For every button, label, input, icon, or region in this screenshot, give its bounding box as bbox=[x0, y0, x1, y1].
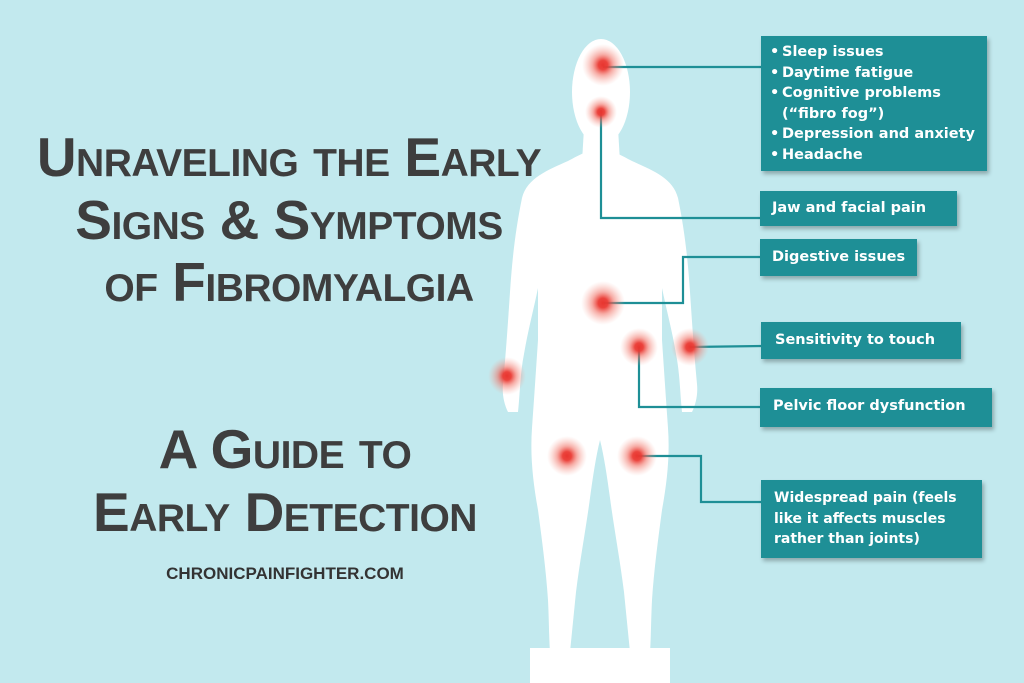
pain-spot-abdomen bbox=[581, 281, 625, 325]
symptom-box-digestive: Digestive issues bbox=[760, 239, 917, 276]
bullet-icon: • bbox=[770, 85, 780, 101]
list-item-continuation: (“fibro fog”) bbox=[782, 105, 885, 122]
pain-spot-head bbox=[582, 44, 624, 86]
pain-spot-pelvis bbox=[620, 328, 658, 366]
main-title: Unraveling the Early Signs & Symptoms of… bbox=[34, 126, 544, 314]
title-line: Unraveling the Early bbox=[36, 126, 542, 188]
symptom-label-line: Widespread pain (feels bbox=[774, 490, 957, 506]
pain-spots bbox=[488, 44, 709, 476]
symptom-label: Sensitivity to touch bbox=[775, 332, 936, 348]
bullet-icon: • bbox=[770, 44, 780, 60]
connector-widespread bbox=[638, 454, 762, 504]
list-item: •Daytime fatigue bbox=[770, 63, 979, 84]
bullet-icon: • bbox=[770, 64, 780, 81]
symptom-label-line: like it affects muscles bbox=[774, 510, 946, 527]
title-line: of Fibromyalgia bbox=[104, 251, 474, 314]
subtitle: A Guide to Early Detection bbox=[30, 418, 540, 543]
floor-strip bbox=[530, 648, 670, 683]
bullet-icon: • bbox=[770, 126, 780, 142]
symptom-box-pelvic: Pelvic floor dysfunction bbox=[760, 388, 992, 427]
symptom-label: Pelvic floor dysfunction bbox=[773, 398, 966, 414]
symptom-box-touch: Sensitivity to touch bbox=[761, 322, 961, 359]
list-item: •Cognitive problems bbox=[770, 83, 979, 104]
connector-digestive bbox=[604, 255, 761, 305]
symptom-label: Digestive issues bbox=[772, 249, 906, 265]
symptom-label: Jaw and facial pain bbox=[772, 200, 927, 216]
symptom-label-line: rather than joints) bbox=[774, 531, 920, 547]
bullet-icon: • bbox=[770, 146, 780, 163]
title-line: Signs & Symptoms bbox=[75, 188, 503, 251]
pain-spot-left-thigh bbox=[547, 436, 587, 476]
list-item: •Depression and anxiety bbox=[770, 124, 979, 145]
list-item: •Sleep issues bbox=[770, 42, 979, 63]
connector-pelvic bbox=[637, 347, 761, 409]
pain-spot-right-hand bbox=[671, 328, 709, 366]
symptom-box-widespread: Widespread pain (feels like it affects m… bbox=[761, 480, 982, 558]
subtitle-line: A Guide to bbox=[158, 418, 412, 480]
torso-shape bbox=[502, 150, 698, 652]
pain-spot-left-hand bbox=[488, 357, 526, 395]
head-symptom-list: •Sleep issues •Daytime fatigue •Cognitiv… bbox=[770, 42, 979, 165]
pain-spot-jaw bbox=[585, 96, 617, 128]
symptom-box-head: •Sleep issues •Daytime fatigue •Cognitiv… bbox=[761, 36, 987, 171]
list-item: •Headache bbox=[770, 145, 979, 166]
website-credit: CHRONICPAINFIGHTER.COM bbox=[166, 564, 404, 583]
symptom-box-jaw: Jaw and facial pain bbox=[760, 191, 957, 226]
subtitle-line: Early Detection bbox=[93, 480, 477, 543]
pain-spot-right-thigh bbox=[617, 436, 657, 476]
connector-jaw bbox=[599, 110, 761, 220]
